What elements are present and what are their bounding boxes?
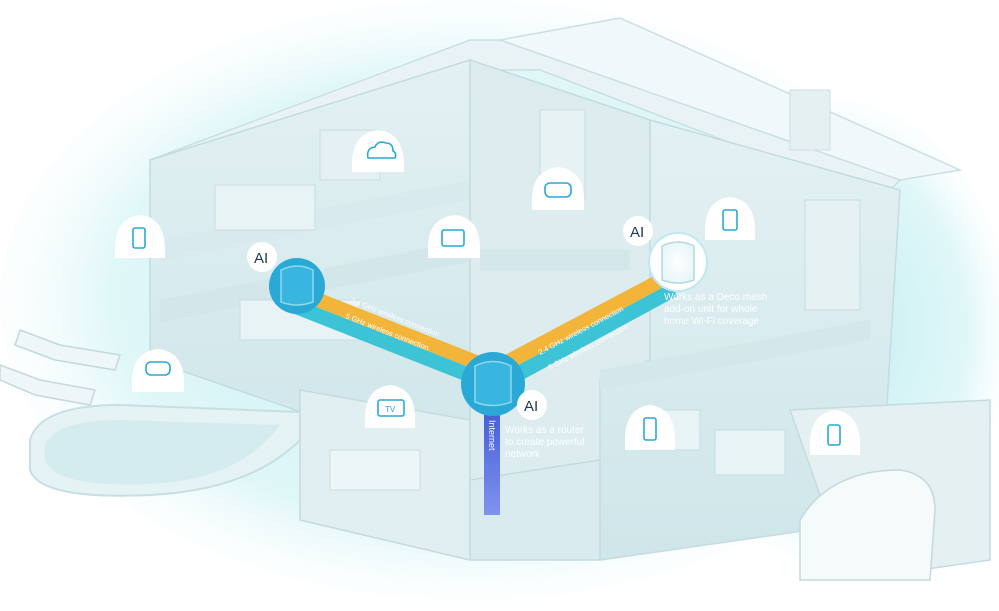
deco-node-left: AI xyxy=(247,242,325,314)
internet-line: Internet xyxy=(484,395,500,515)
ai-badge-center xyxy=(517,390,547,420)
internet-label: Internet xyxy=(487,420,497,451)
caption-center-node: Works as a router to create powerful net… xyxy=(505,425,625,461)
caption-center-line-3: network xyxy=(505,449,541,460)
car xyxy=(799,469,936,581)
caption-center-line-2: to create powerful xyxy=(505,437,585,448)
caption-right-line-3: home Wi-Fi coverage xyxy=(664,316,760,327)
link-left-5ghz xyxy=(292,299,481,386)
ai-badge-right xyxy=(623,216,653,246)
phone-icon-lower-right xyxy=(625,405,675,450)
deco-node-center: AI xyxy=(461,352,547,420)
link-left-24ghz xyxy=(296,285,485,372)
ai-label-center: AI xyxy=(524,398,538,415)
ai-label-right: AI xyxy=(630,224,644,241)
lounge-chairs xyxy=(0,329,121,406)
deco-node-right: AI xyxy=(623,216,708,292)
phone-icon xyxy=(115,215,165,258)
device-tags: TV xyxy=(115,130,860,455)
caption-right-line-2: add-on unit for whole xyxy=(664,304,758,315)
ai-label-left: AI xyxy=(254,250,268,267)
tv-icon: TV xyxy=(365,385,415,428)
gamepad-icon-left xyxy=(132,349,184,392)
link-right-5ghz xyxy=(511,283,677,383)
link-right-24ghz xyxy=(505,270,671,369)
caption-right-line-1: Works as a Deco mesh xyxy=(664,292,768,303)
tablet-icon xyxy=(428,215,480,258)
caption-right-node: Works as a Deco mesh add-on unit for who… xyxy=(664,292,804,328)
caption-center-line-1: Works as a router xyxy=(505,425,584,436)
gamepad-icon xyxy=(532,167,584,210)
cloud-icon xyxy=(352,130,404,172)
tablet-icon-right xyxy=(705,197,755,240)
house-ground-floor xyxy=(299,389,601,561)
phone-icon-garage xyxy=(810,410,860,455)
tv-label: TV xyxy=(385,405,396,414)
ai-badge-left xyxy=(247,242,277,272)
pool xyxy=(29,403,301,497)
